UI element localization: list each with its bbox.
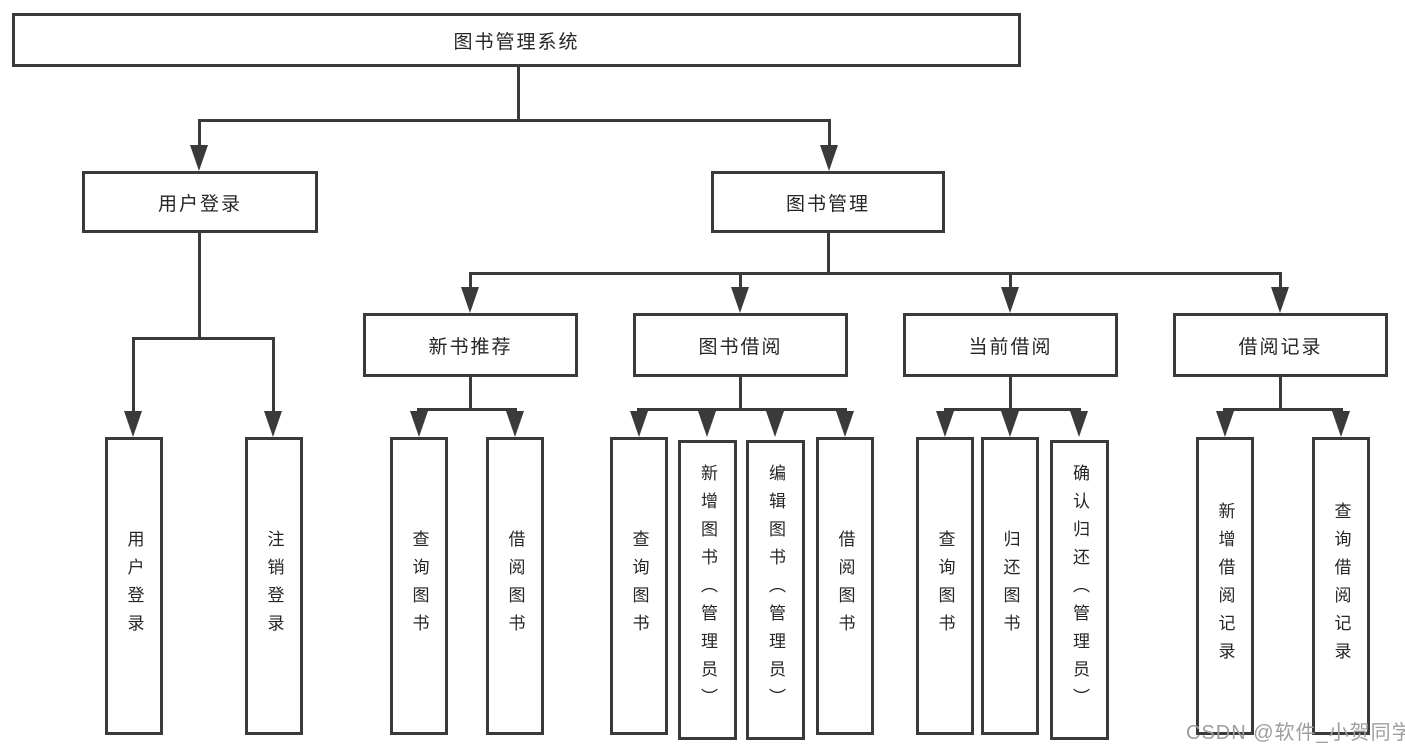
connector-group-hbar: [417, 408, 517, 411]
arrow-down-icon: [264, 411, 282, 437]
leaf-label: 查询图书: [935, 530, 955, 642]
leaf-newbook-query-books: 查询图书: [390, 437, 448, 735]
leaf-record-add-borrow-record: 新增借阅记录: [1196, 437, 1254, 735]
arrow-down-icon: [1332, 411, 1350, 437]
arrow-down-icon: [698, 411, 716, 437]
connector-drop-leaf: [272, 337, 275, 411]
connector-user-login-hbar: [132, 337, 275, 340]
connector-group-stem: [1009, 377, 1012, 408]
node-label: 用户登录: [157, 193, 242, 215]
leaf-borrow-query-books: 查询图书: [610, 437, 668, 735]
leaf-label: 借阅图书: [505, 530, 525, 642]
connector-drop-leaf: [132, 337, 135, 411]
leaf-logout: 注销登录: [245, 437, 303, 735]
leaf-label: 查询借阅记录: [1331, 502, 1351, 670]
leaf-user-login: 用户登录: [105, 437, 163, 735]
node-label: 图书管理: [785, 193, 870, 215]
leaf-label: 编辑图书（管理员）: [766, 464, 785, 716]
arrow-down-icon: [410, 411, 428, 437]
leaf-newbook-borrow-books: 借阅图书: [486, 437, 544, 735]
connector-drop-book-mgmt: [828, 119, 831, 149]
connector-user-login-stem: [198, 233, 201, 337]
leaf-borrow-edit-books-admin: 编辑图书（管理员）: [746, 440, 805, 740]
leaf-borrow-add-books-admin: 新增图书（管理员）: [678, 440, 737, 740]
arrow-down-icon: [190, 145, 208, 171]
csdn-watermark: CSDN @软件_小贺同学: [1186, 722, 1405, 744]
arrow-down-icon: [1271, 287, 1289, 313]
arrow-down-icon: [1070, 411, 1088, 437]
leaf-label: 查询图书: [629, 530, 649, 642]
node-label: 图书借阅: [698, 336, 783, 358]
connector-root-hbar: [198, 119, 831, 122]
leaf-label: 新增图书（管理员）: [698, 464, 717, 716]
connector-root-stem: [517, 67, 520, 119]
arrow-down-icon: [836, 411, 854, 437]
leaf-current-query-books: 查询图书: [916, 437, 974, 735]
leaf-record-query-borrow-record: 查询借阅记录: [1312, 437, 1370, 735]
node-label: 借阅记录: [1238, 336, 1323, 358]
node-borrow-record: 借阅记录: [1173, 313, 1388, 377]
connector-group-hbar: [637, 408, 847, 411]
arrow-down-icon: [731, 287, 749, 313]
node-new-book-recommend: 新书推荐: [363, 313, 578, 377]
arrow-down-icon: [1216, 411, 1234, 437]
node-current-borrow: 当前借阅: [903, 313, 1118, 377]
connector-group-hbar: [944, 408, 1081, 411]
connector-group-stem: [739, 377, 742, 408]
connector-group-stem: [469, 377, 472, 408]
leaf-current-return-books: 归还图书: [981, 437, 1039, 735]
connector-book-mgmt-hbar: [469, 272, 1282, 275]
node-label: 新书推荐: [428, 336, 513, 358]
node-book-management: 图书管理: [711, 171, 945, 233]
connector-drop-group: [739, 272, 742, 287]
connector-group-hbar: [1223, 408, 1343, 411]
arrow-down-icon: [630, 411, 648, 437]
leaf-label: 注销登录: [264, 530, 284, 642]
node-book-borrow: 图书借阅: [633, 313, 848, 377]
leaf-borrow-borrow-books: 借阅图书: [816, 437, 874, 735]
node-label: 当前借阅: [968, 336, 1053, 358]
arrow-down-icon: [766, 411, 784, 437]
connector-drop-group: [469, 272, 472, 287]
leaf-label: 查询图书: [409, 530, 429, 642]
connector-drop-group: [1279, 272, 1282, 287]
arrow-down-icon: [820, 145, 838, 171]
arrow-down-icon: [936, 411, 954, 437]
leaf-label: 新增借阅记录: [1215, 502, 1235, 670]
node-label: 图书管理系统: [453, 31, 580, 53]
connector-drop-user-login: [198, 119, 201, 149]
leaf-label: 借阅图书: [835, 530, 855, 642]
connector-drop-group: [1009, 272, 1012, 287]
node-root-library-system: 图书管理系统: [12, 13, 1021, 67]
arrow-down-icon: [1001, 287, 1019, 313]
leaf-label: 用户登录: [124, 530, 144, 642]
arrow-down-icon: [124, 411, 142, 437]
node-user-login: 用户登录: [82, 171, 318, 233]
arrow-down-icon: [461, 287, 479, 313]
leaf-current-confirm-return-admin: 确认归还（管理员）: [1050, 440, 1109, 740]
arrow-down-icon: [1001, 411, 1019, 437]
connector-group-stem: [1279, 377, 1282, 408]
connector-book-mgmt-stem: [827, 233, 830, 272]
arrow-down-icon: [506, 411, 524, 437]
leaf-label: 归还图书: [1000, 530, 1020, 642]
leaf-label: 确认归还（管理员）: [1070, 464, 1089, 716]
